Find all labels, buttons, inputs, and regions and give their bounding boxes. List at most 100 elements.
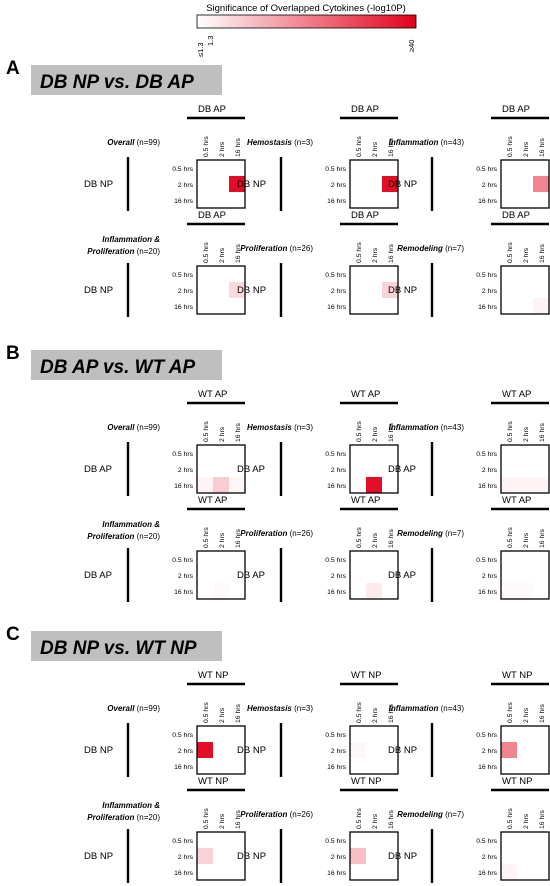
- heatmap-cell: [382, 461, 398, 477]
- heatmap-cell: [229, 583, 245, 599]
- heatmap-cell: [382, 848, 398, 864]
- row-tick-label: 0.5 hrs: [172, 166, 193, 173]
- panel-label: Proliferation (n=20): [87, 813, 160, 822]
- heatmap-cell: [197, 266, 213, 282]
- row-tick-label: 0.5 hrs: [476, 838, 497, 845]
- heatmap-frame: [349, 444, 399, 494]
- heatmap-cell: [366, 461, 382, 477]
- col-tick-label: 0.5 hrs: [507, 242, 514, 263]
- heatmap-cell: [213, 445, 229, 461]
- heatmap-cell: [517, 567, 533, 583]
- heatmap-frame: [349, 550, 399, 600]
- heatmap-cell: [350, 461, 366, 477]
- heatmap-cell: [229, 477, 245, 493]
- heatmap-frame: [500, 550, 550, 600]
- panel-label: Overall (n=99): [107, 704, 160, 713]
- row-tick-label: 16 hrs: [478, 764, 497, 771]
- row-tick-label: 2 hrs: [482, 748, 498, 755]
- heatmap-cell: [229, 282, 245, 298]
- heatmap-cell: [533, 848, 549, 864]
- heatmap-cell: [197, 477, 213, 493]
- heatmap-cell: [501, 282, 517, 298]
- section-title: DB NP vs. DB AP: [40, 72, 194, 93]
- row-group-label: DB AP: [388, 464, 416, 475]
- heatmap-cell: [501, 160, 517, 176]
- row-tick-label: 0.5 hrs: [172, 732, 193, 739]
- heatmap-cell: [366, 742, 382, 758]
- heatmap-cell: [197, 445, 213, 461]
- section-title-bar: [31, 631, 222, 661]
- heatmap-cell: [501, 551, 517, 567]
- heatmap-cell: [229, 551, 245, 567]
- row-group-label: DB AP: [84, 570, 112, 581]
- heatmap-cell: [197, 832, 213, 848]
- heatmap-cell: [533, 445, 549, 461]
- section-letter: C: [6, 624, 20, 645]
- section-title-bar: [31, 350, 222, 380]
- heatmap-cell: [366, 266, 382, 282]
- panel-label: Remodeling (n=7): [397, 529, 464, 538]
- heatmap-cell: [517, 176, 533, 192]
- row-tick-label: 0.5 hrs: [476, 166, 497, 173]
- row-tick-label: 0.5 hrs: [325, 838, 346, 845]
- row-tick-label: 16 hrs: [174, 764, 193, 771]
- heatmap-cell: [213, 832, 229, 848]
- heatmap-cell: [501, 266, 517, 282]
- row-tick-label: 2 hrs: [178, 573, 194, 580]
- row-group-label: DB AP: [237, 570, 265, 581]
- col-tick-label: 0.5 hrs: [507, 136, 514, 157]
- heatmap-cell: [366, 298, 382, 314]
- colorbar: Significance of Overlapped Cytokines (-l…: [196, 3, 417, 57]
- col-tick-label: 0.5 hrs: [203, 421, 210, 442]
- row-tick-label: 2 hrs: [482, 467, 498, 474]
- col-group-label: DB AP: [351, 104, 379, 115]
- heatmap-cell: [501, 461, 517, 477]
- row-tick-label: 2 hrs: [331, 854, 347, 861]
- heatmap-cell: [517, 445, 533, 461]
- heatmap-cell: [501, 864, 517, 880]
- heatmap-cell: [350, 726, 366, 742]
- panel-label: Inflammation (n=43): [389, 423, 465, 432]
- heatmap-cell: [382, 282, 398, 298]
- row-group-label: DB NP: [84, 745, 113, 756]
- heatmap-cell: [350, 832, 366, 848]
- col-tick-label: 16 hrs: [388, 138, 395, 157]
- colorbar-tick-low: ≤1.3: [196, 42, 205, 57]
- col-group-label: DB AP: [198, 104, 226, 115]
- heatmap-cell: [350, 192, 366, 208]
- row-tick-label: 0.5 hrs: [325, 166, 346, 173]
- col-group-label: WT AP: [351, 389, 380, 400]
- heatmap-cell: [382, 583, 398, 599]
- col-tick-label: 2 hrs: [219, 141, 226, 157]
- heatmap-cell: [533, 477, 549, 493]
- heatmap-frame: [349, 265, 399, 315]
- heatmap-cell: [213, 461, 229, 477]
- heatmap-cell: [382, 298, 398, 314]
- col-tick-label: 2 hrs: [372, 707, 379, 723]
- heatmap-cell: [366, 726, 382, 742]
- col-tick-label: 0.5 hrs: [203, 527, 210, 548]
- heatmap-frame: [196, 550, 246, 600]
- heatmap-frame: [196, 265, 246, 315]
- heatmap-cell: [517, 192, 533, 208]
- col-tick-label: 0.5 hrs: [203, 136, 210, 157]
- heatmap-cell: [501, 567, 517, 583]
- row-tick-label: 2 hrs: [482, 573, 498, 580]
- heatmap-cell: [382, 551, 398, 567]
- col-tick-label: 0.5 hrs: [356, 808, 363, 829]
- heatmap-cell: [213, 742, 229, 758]
- col-tick-label: 2 hrs: [372, 141, 379, 157]
- heatmap-cell: [350, 848, 366, 864]
- row-tick-label: 2 hrs: [482, 182, 498, 189]
- heatmap-cell: [229, 848, 245, 864]
- heatmap-cell: [350, 282, 366, 298]
- col-tick-label: 2 hrs: [372, 532, 379, 548]
- heatmap-cell: [213, 477, 229, 493]
- row-tick-label: 0.5 hrs: [476, 557, 497, 564]
